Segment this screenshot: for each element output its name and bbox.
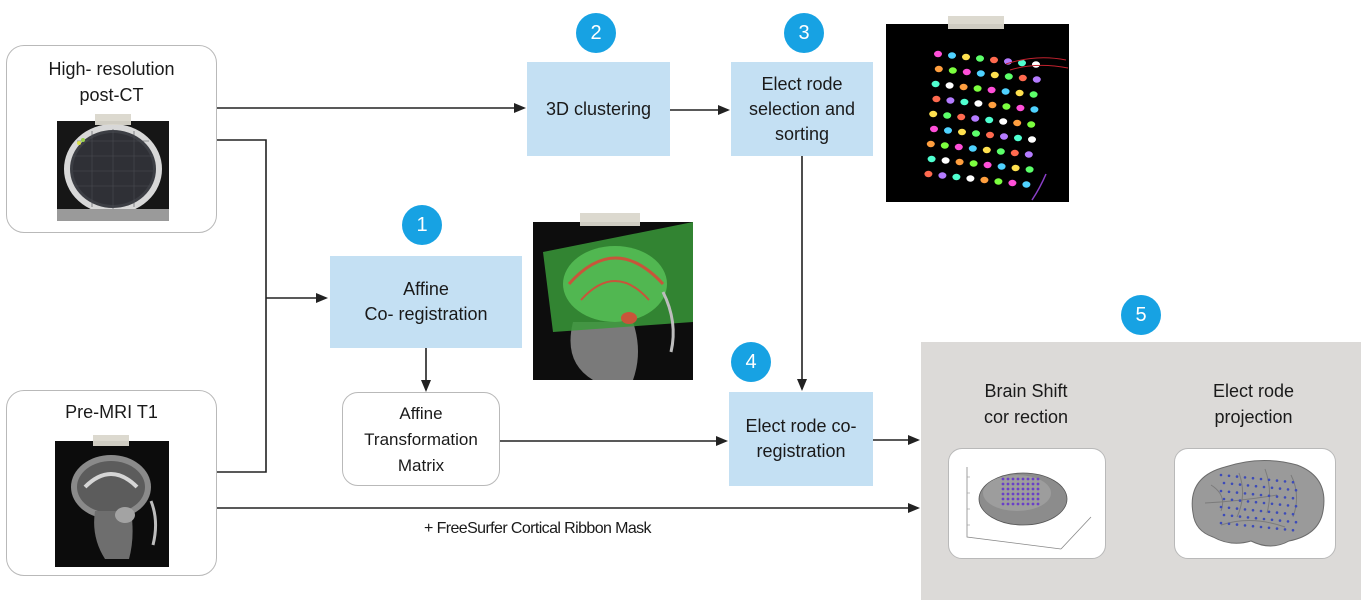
mri-scan-image	[55, 441, 169, 567]
mri-input-card: Pre-MRI T1	[6, 390, 217, 576]
step-number-badge: 5	[1121, 295, 1161, 335]
electrode-cluster-image	[886, 24, 1069, 202]
ct-input-card: High- resolution post-CT	[6, 45, 217, 233]
ct-input-label: High- resolution post-CT	[48, 59, 175, 105]
tape-strip	[948, 16, 1004, 29]
cortical-ribbon-mask-label: + FreeSurfer Cortical Ribbon Mask	[424, 520, 652, 537]
projection-brain-image	[1191, 459, 1325, 547]
mri-input-label: Pre-MRI T1	[65, 402, 158, 422]
step-affine-coregistration: Affine Co- registration	[330, 256, 522, 348]
projection-label: Elect rode projection	[1212, 381, 1295, 427]
tape-strip	[95, 114, 131, 125]
output-panel: Brain Shift cor rection Elect rode proje…	[921, 342, 1361, 600]
step-electrode-selection: Elect rode selection and sorting	[731, 62, 873, 156]
connector-ct-bracket	[217, 139, 267, 473]
step-number-badge: 1	[402, 205, 442, 245]
step-3d-clustering: 3D clustering	[527, 62, 670, 156]
brain-shift-plot	[966, 467, 1092, 550]
affine-matrix-box: Affine Transformation Matrix	[342, 392, 500, 486]
tape-strip	[580, 213, 640, 226]
brain-shift-label: Brain Shift cor rection	[983, 381, 1069, 427]
step-number-badge: 3	[784, 13, 824, 53]
step-electrode-coregistration: Elect rode co- registration	[729, 392, 873, 486]
step-number-badge: 4	[731, 342, 771, 382]
brain-shift-card	[948, 448, 1106, 559]
affine-matrix-label: Affine Transformation Matrix	[364, 404, 478, 475]
tape-strip	[93, 435, 129, 446]
projection-card	[1174, 448, 1336, 559]
ct-scan-image	[57, 121, 169, 221]
step-number-badge: 2	[576, 13, 616, 53]
coregistered-brain-image	[533, 222, 693, 380]
